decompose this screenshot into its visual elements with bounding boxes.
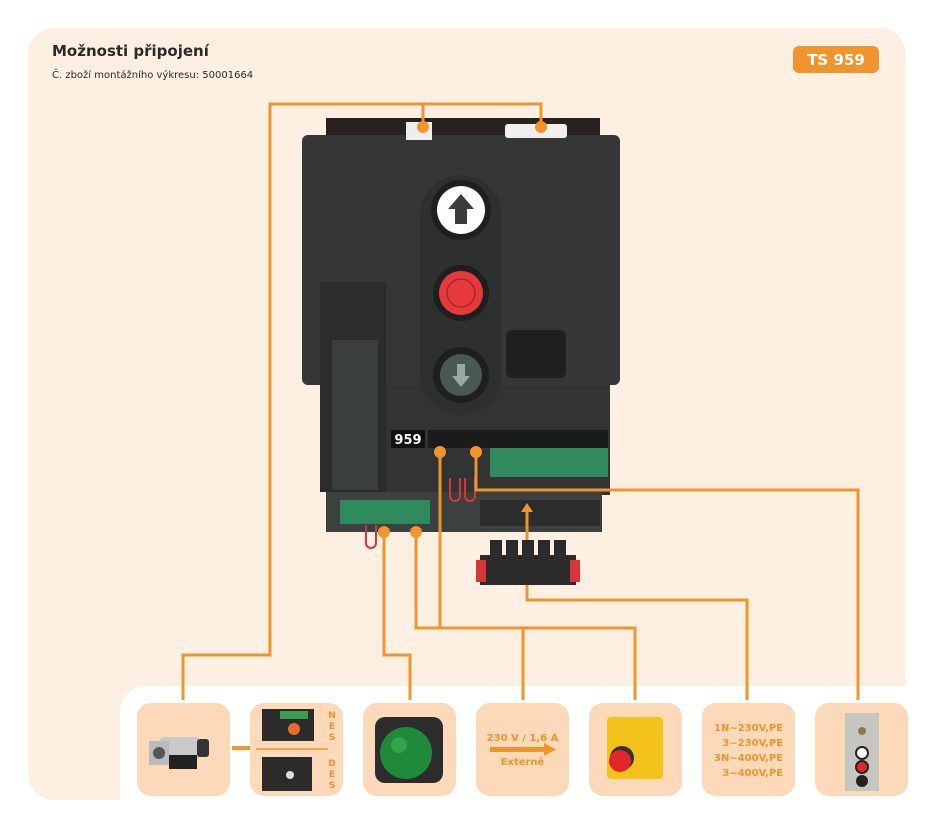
stop-circle-icon: [446, 278, 476, 308]
accessory-external-power[interactable]: 230 V / 1,6 A Externě: [476, 703, 569, 796]
jumper-wire: [365, 525, 377, 549]
power-rating: 230 V / 1,6 A: [486, 733, 559, 744]
terminal-plug: [476, 540, 580, 585]
close-button[interactable]: [433, 347, 489, 403]
arrow-up-icon: [521, 503, 533, 512]
open-button[interactable]: [431, 180, 491, 240]
accessory-emergency-stop[interactable]: [589, 703, 682, 796]
voltage-option: 1N~230V,PE: [714, 723, 783, 734]
accessory-pushbutton-station[interactable]: [815, 703, 908, 796]
page-title: Možnosti připojení: [52, 42, 209, 60]
connection-dots: [378, 121, 547, 538]
external-label: Externě: [500, 757, 545, 768]
voltage-option: 3N~400V,PE: [714, 753, 783, 764]
drawing-number: Č. zboží montážního výkresu: 50001664: [52, 70, 254, 81]
controller-housing: 959: [302, 118, 620, 532]
accessory-traffic-light[interactable]: [363, 703, 456, 796]
gear-motor-icon: [149, 737, 209, 769]
connector-5pin: [505, 124, 567, 138]
model-badge: TS 959: [793, 46, 879, 73]
accessory-mains-supply[interactable]: 1N~230V,PE 3~230V,PE 3N~400V,PE 3~400V,P…: [702, 703, 795, 796]
arrow-down-icon: [452, 364, 470, 387]
arrow-right-icon: [490, 743, 556, 756]
emergency-stop-icon: [607, 717, 663, 779]
voltage-option: 3~230V,PE: [722, 738, 783, 749]
controller-label: 959: [394, 433, 421, 448]
green-light-icon: [375, 717, 443, 783]
jumper-wire: [449, 478, 476, 502]
wires: [181, 102, 860, 700]
voltage-option: 3~400V,PE: [722, 768, 783, 779]
pushbutton-station-icon: [845, 713, 879, 791]
arrow-up-icon: [448, 194, 474, 224]
accessory-motor[interactable]: [137, 703, 230, 796]
stop-button[interactable]: [433, 265, 489, 321]
mains-voltage-list: 1N~230V,PE 3~230V,PE 3N~400V,PE 3~400V,P…: [714, 721, 783, 781]
limit-switch-icon: [256, 709, 328, 791]
